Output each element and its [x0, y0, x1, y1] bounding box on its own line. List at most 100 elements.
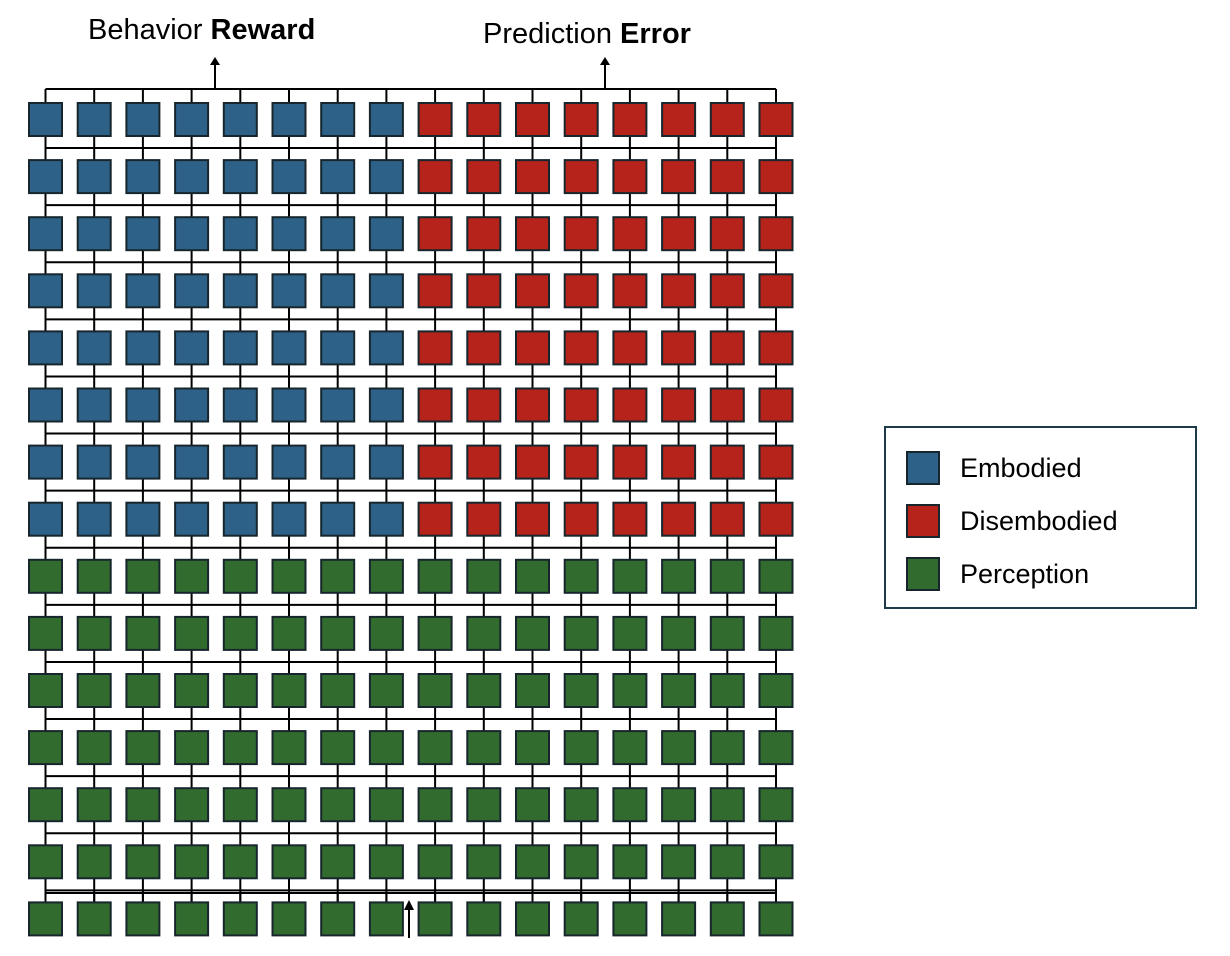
node-disembodied — [417, 216, 453, 252]
node-disembodied — [466, 273, 502, 309]
reward-arrow-head — [210, 57, 220, 65]
node-perception — [417, 787, 453, 823]
node-disembodied — [612, 216, 648, 252]
reward-bold: Reward — [210, 14, 316, 46]
node-perception — [271, 787, 307, 823]
node-disembodied — [563, 387, 599, 423]
node-embodied — [174, 273, 210, 309]
node-embodied — [368, 273, 404, 309]
node-embodied — [28, 330, 63, 366]
node-embodied — [125, 159, 161, 195]
node-disembodied — [515, 330, 550, 366]
legend-swatch-perception — [906, 557, 940, 591]
node-disembodied — [661, 330, 697, 366]
node-perception — [709, 844, 745, 880]
node-embodied — [76, 387, 112, 423]
behavior-reward-label: Behavior Reward — [88, 16, 315, 45]
node-perception — [466, 844, 502, 880]
node-embodied — [320, 444, 356, 480]
node-perception — [661, 844, 697, 880]
node-disembodied — [612, 444, 648, 480]
node-perception — [222, 673, 258, 708]
node-perception — [28, 787, 63, 823]
node-perception — [612, 787, 648, 823]
node-perception — [709, 673, 745, 708]
node-disembodied — [661, 273, 697, 309]
node-disembodied — [515, 102, 550, 137]
node-perception — [612, 730, 648, 766]
node-disembodied — [612, 387, 648, 423]
node-disembodied — [466, 387, 502, 423]
node-perception — [563, 844, 599, 880]
node-embodied — [320, 387, 356, 423]
node-perception — [515, 673, 550, 708]
node-disembodied — [758, 501, 794, 537]
node-embodied — [28, 444, 63, 480]
node-perception — [271, 558, 307, 594]
node-embodied — [222, 330, 258, 366]
node-disembodied — [758, 102, 794, 137]
node-perception — [417, 844, 453, 880]
node-embodied — [368, 216, 404, 252]
node-perception — [515, 558, 550, 594]
node-perception — [466, 673, 502, 708]
node-embodied — [271, 387, 307, 423]
node-disembodied — [709, 102, 745, 137]
node-disembodied — [563, 444, 599, 480]
node-disembodied — [417, 159, 453, 195]
node-perception — [368, 787, 404, 823]
node-perception — [368, 615, 404, 651]
error-prefix: Prediction — [483, 18, 612, 50]
legend-label-disembodied: Disembodied — [960, 505, 1118, 536]
node-perception — [368, 673, 404, 708]
node-embodied — [368, 387, 404, 423]
node-perception — [28, 615, 63, 651]
node-perception — [661, 901, 697, 937]
node-disembodied — [612, 159, 648, 195]
error-bold: Error — [620, 18, 691, 50]
node-embodied — [222, 159, 258, 195]
node-perception — [125, 558, 161, 594]
node-perception — [320, 673, 356, 708]
node-perception — [28, 673, 63, 708]
node-perception — [709, 558, 745, 594]
node-disembodied — [709, 216, 745, 252]
node-perception — [417, 558, 453, 594]
node-embodied — [222, 273, 258, 309]
node-disembodied — [661, 501, 697, 537]
node-disembodied — [466, 444, 502, 480]
legend: Embodied Disembodied Perception — [884, 426, 1197, 609]
node-embodied — [28, 273, 63, 309]
node-perception — [515, 901, 550, 937]
node-disembodied — [515, 387, 550, 423]
node-perception — [709, 901, 745, 937]
node-perception — [661, 673, 697, 708]
node-perception — [563, 901, 599, 937]
node-embodied — [271, 501, 307, 537]
node-perception — [563, 730, 599, 766]
node-perception — [320, 615, 356, 651]
node-embodied — [76, 330, 112, 366]
node-perception — [271, 730, 307, 766]
node-perception — [222, 787, 258, 823]
node-disembodied — [661, 102, 697, 137]
node-embodied — [125, 273, 161, 309]
node-disembodied — [709, 273, 745, 309]
node-perception — [368, 844, 404, 880]
node-disembodied — [417, 501, 453, 537]
legend-label-perception: Perception — [960, 558, 1090, 589]
node-disembodied — [758, 444, 794, 480]
node-embodied — [28, 159, 63, 195]
node-embodied — [28, 102, 63, 137]
node-embodied — [222, 102, 258, 137]
node-disembodied — [417, 444, 453, 480]
node-embodied — [28, 387, 63, 423]
node-embodied — [271, 330, 307, 366]
node-perception — [661, 558, 697, 594]
node-perception — [758, 844, 794, 880]
node-disembodied — [466, 330, 502, 366]
node-embodied — [320, 159, 356, 195]
node-embodied — [271, 444, 307, 480]
reward-prefix: Behavior — [88, 14, 203, 46]
